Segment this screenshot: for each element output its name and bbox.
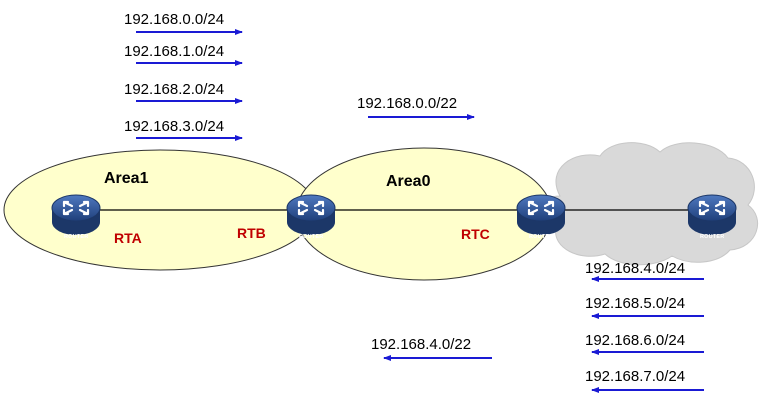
router-name-rtb: RTB [237,225,266,241]
route-label-left-2: 192.168.2.0/24 [124,81,225,98]
summary-label-left: 192.168.0.0/22 [357,95,458,112]
router-tag-rtc: ROUTER [529,234,554,240]
area0-label: Area0 [386,173,431,190]
router-tag-external: ROUTER [700,234,725,240]
route-label-right-3: 192.168.7.0/24 [585,368,686,385]
route-label-left-1: 192.168.1.0/24 [124,43,225,60]
router-tag-rta: ROUTER [64,234,89,240]
router-name-rtc: RTC [461,226,490,242]
cloud-shape [539,142,759,266]
router-name-rta: RTA [114,230,142,246]
route-label-right-0: 192.168.4.0/24 [585,260,686,277]
route-label-left-3: 192.168.3.0/24 [124,118,225,135]
route-label-left-0: 192.168.0.0/24 [124,11,225,28]
summary-label-right: 192.168.4.0/22 [371,336,472,353]
route-label-right-2: 192.168.6.0/24 [585,332,686,349]
router-tag-rtb: ROUTER [299,234,324,240]
route-label-right-1: 192.168.5.0/24 [585,295,686,312]
area1-label: Area1 [104,170,149,187]
